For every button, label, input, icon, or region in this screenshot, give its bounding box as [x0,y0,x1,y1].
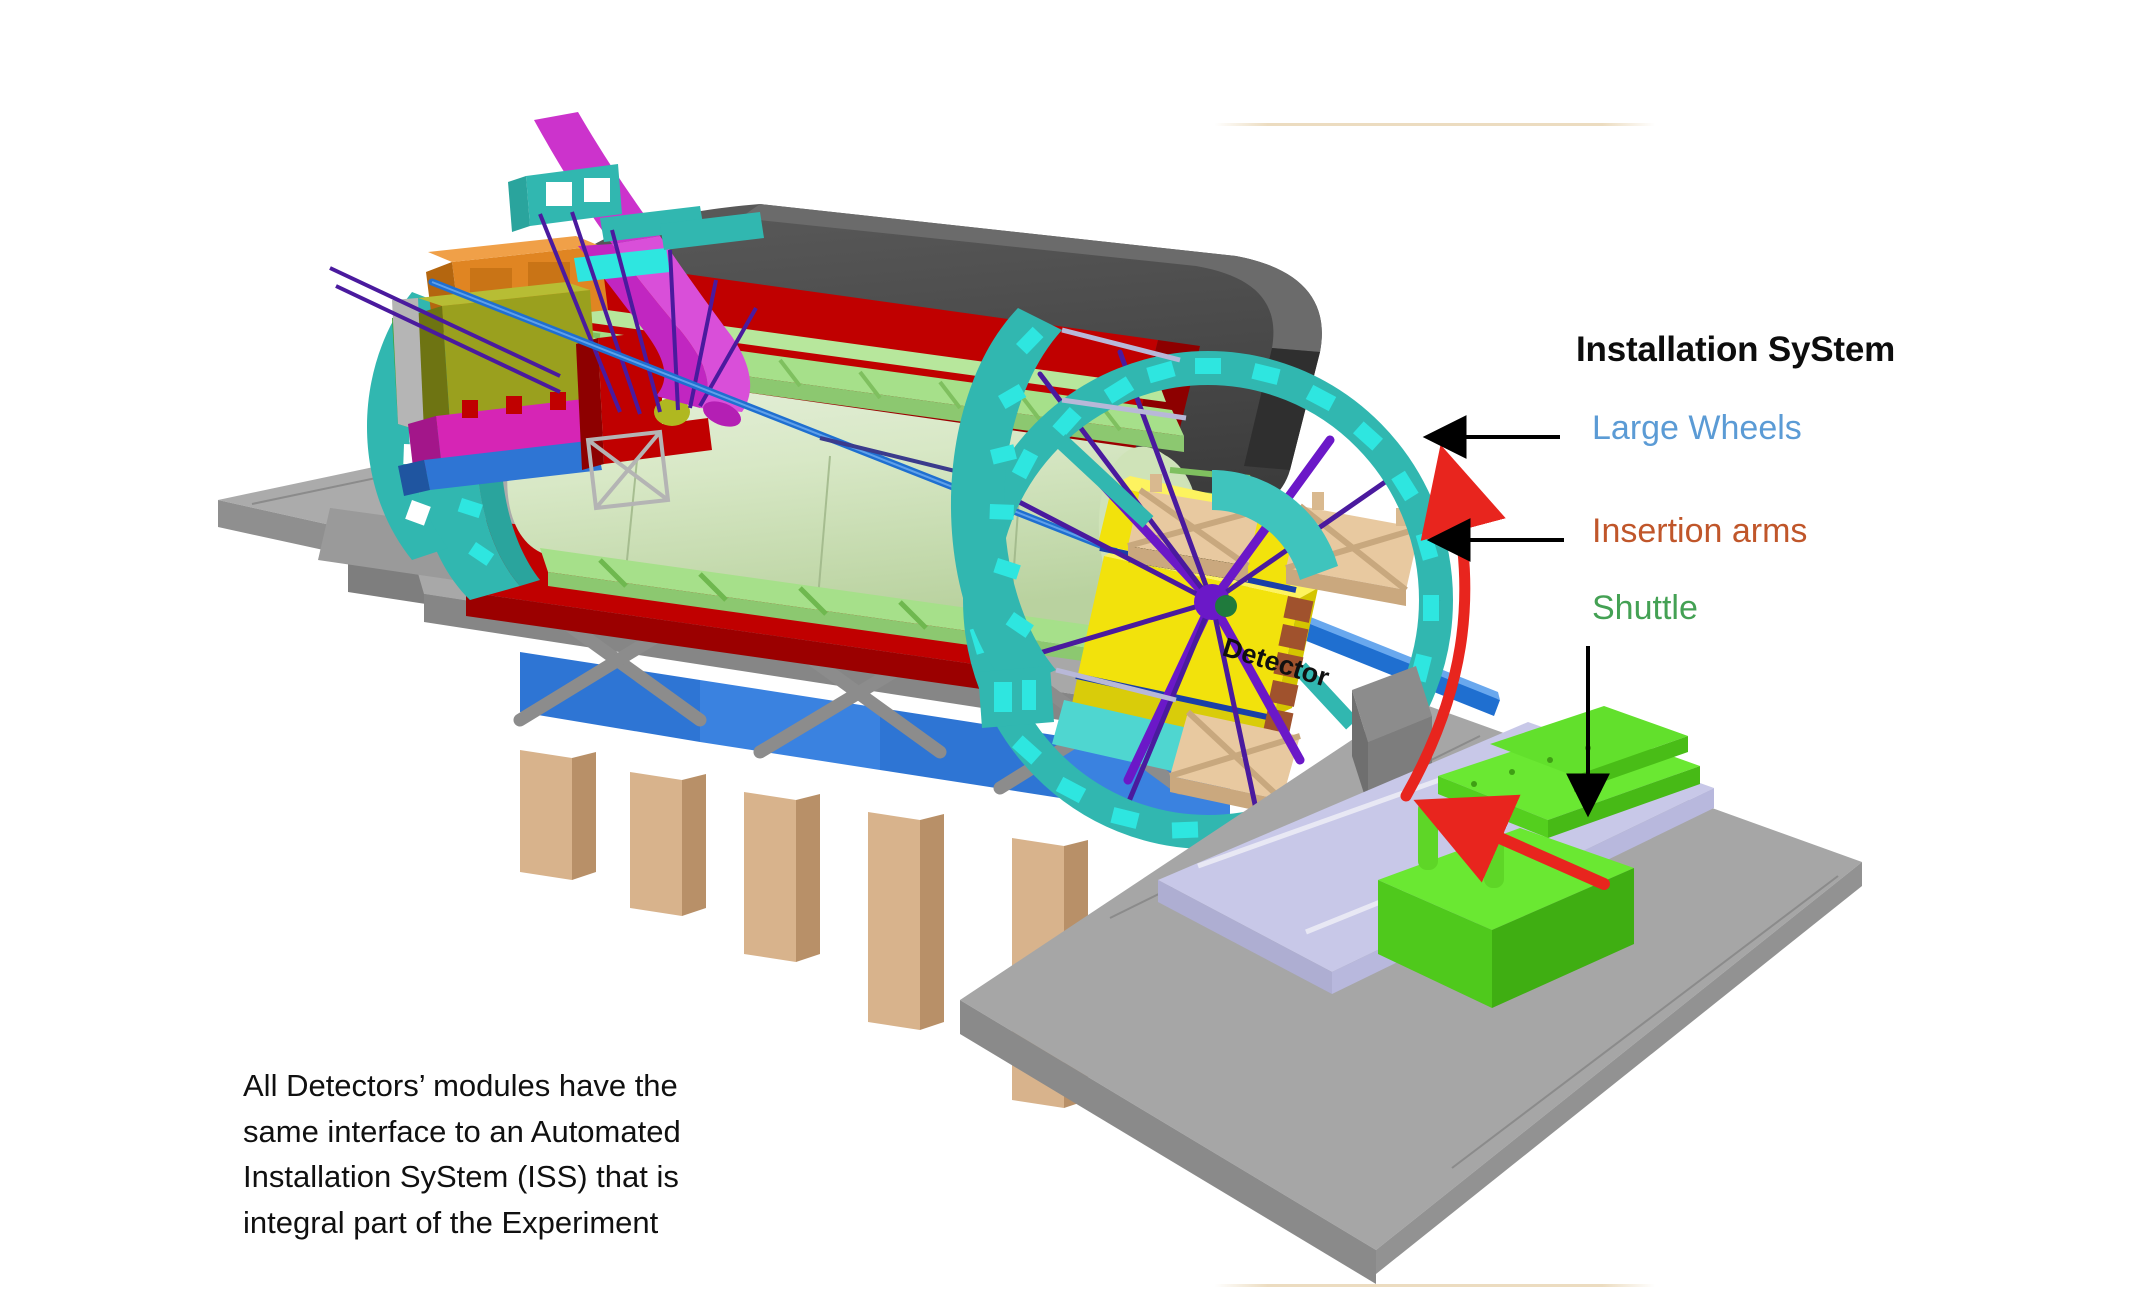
caption-line: All Detectors’ modules have the [243,1068,678,1103]
upper-teal-brackets [508,164,764,282]
figure-caption: All Detectors’ modules have the same int… [243,1063,863,1245]
lower-teal-bracket [978,666,1054,728]
caption-line: same interface to an Automated [243,1113,681,1149]
caption-line: Installation SyStem (ISS) that is [243,1159,679,1195]
purple-rod-fan-left [329,211,758,415]
purple-radial-rods [997,349,1391,831]
caption-line: integral part of the Experiment [243,1204,659,1240]
top-hairline-rule [1215,123,1655,126]
legend-item-insertion-arms: Insertion arms [1592,512,1808,550]
large-wheel-middle [950,308,1187,703]
shuttle-motion-arrow-red [1413,794,1610,890]
legend-item-large-wheels: Large Wheels [1592,409,1802,447]
legend-item-shuttle: Shuttle [1592,589,1698,627]
legend-title: Installation SyStem [1576,330,1896,369]
bottom-hairline-rule [1215,1284,1655,1287]
